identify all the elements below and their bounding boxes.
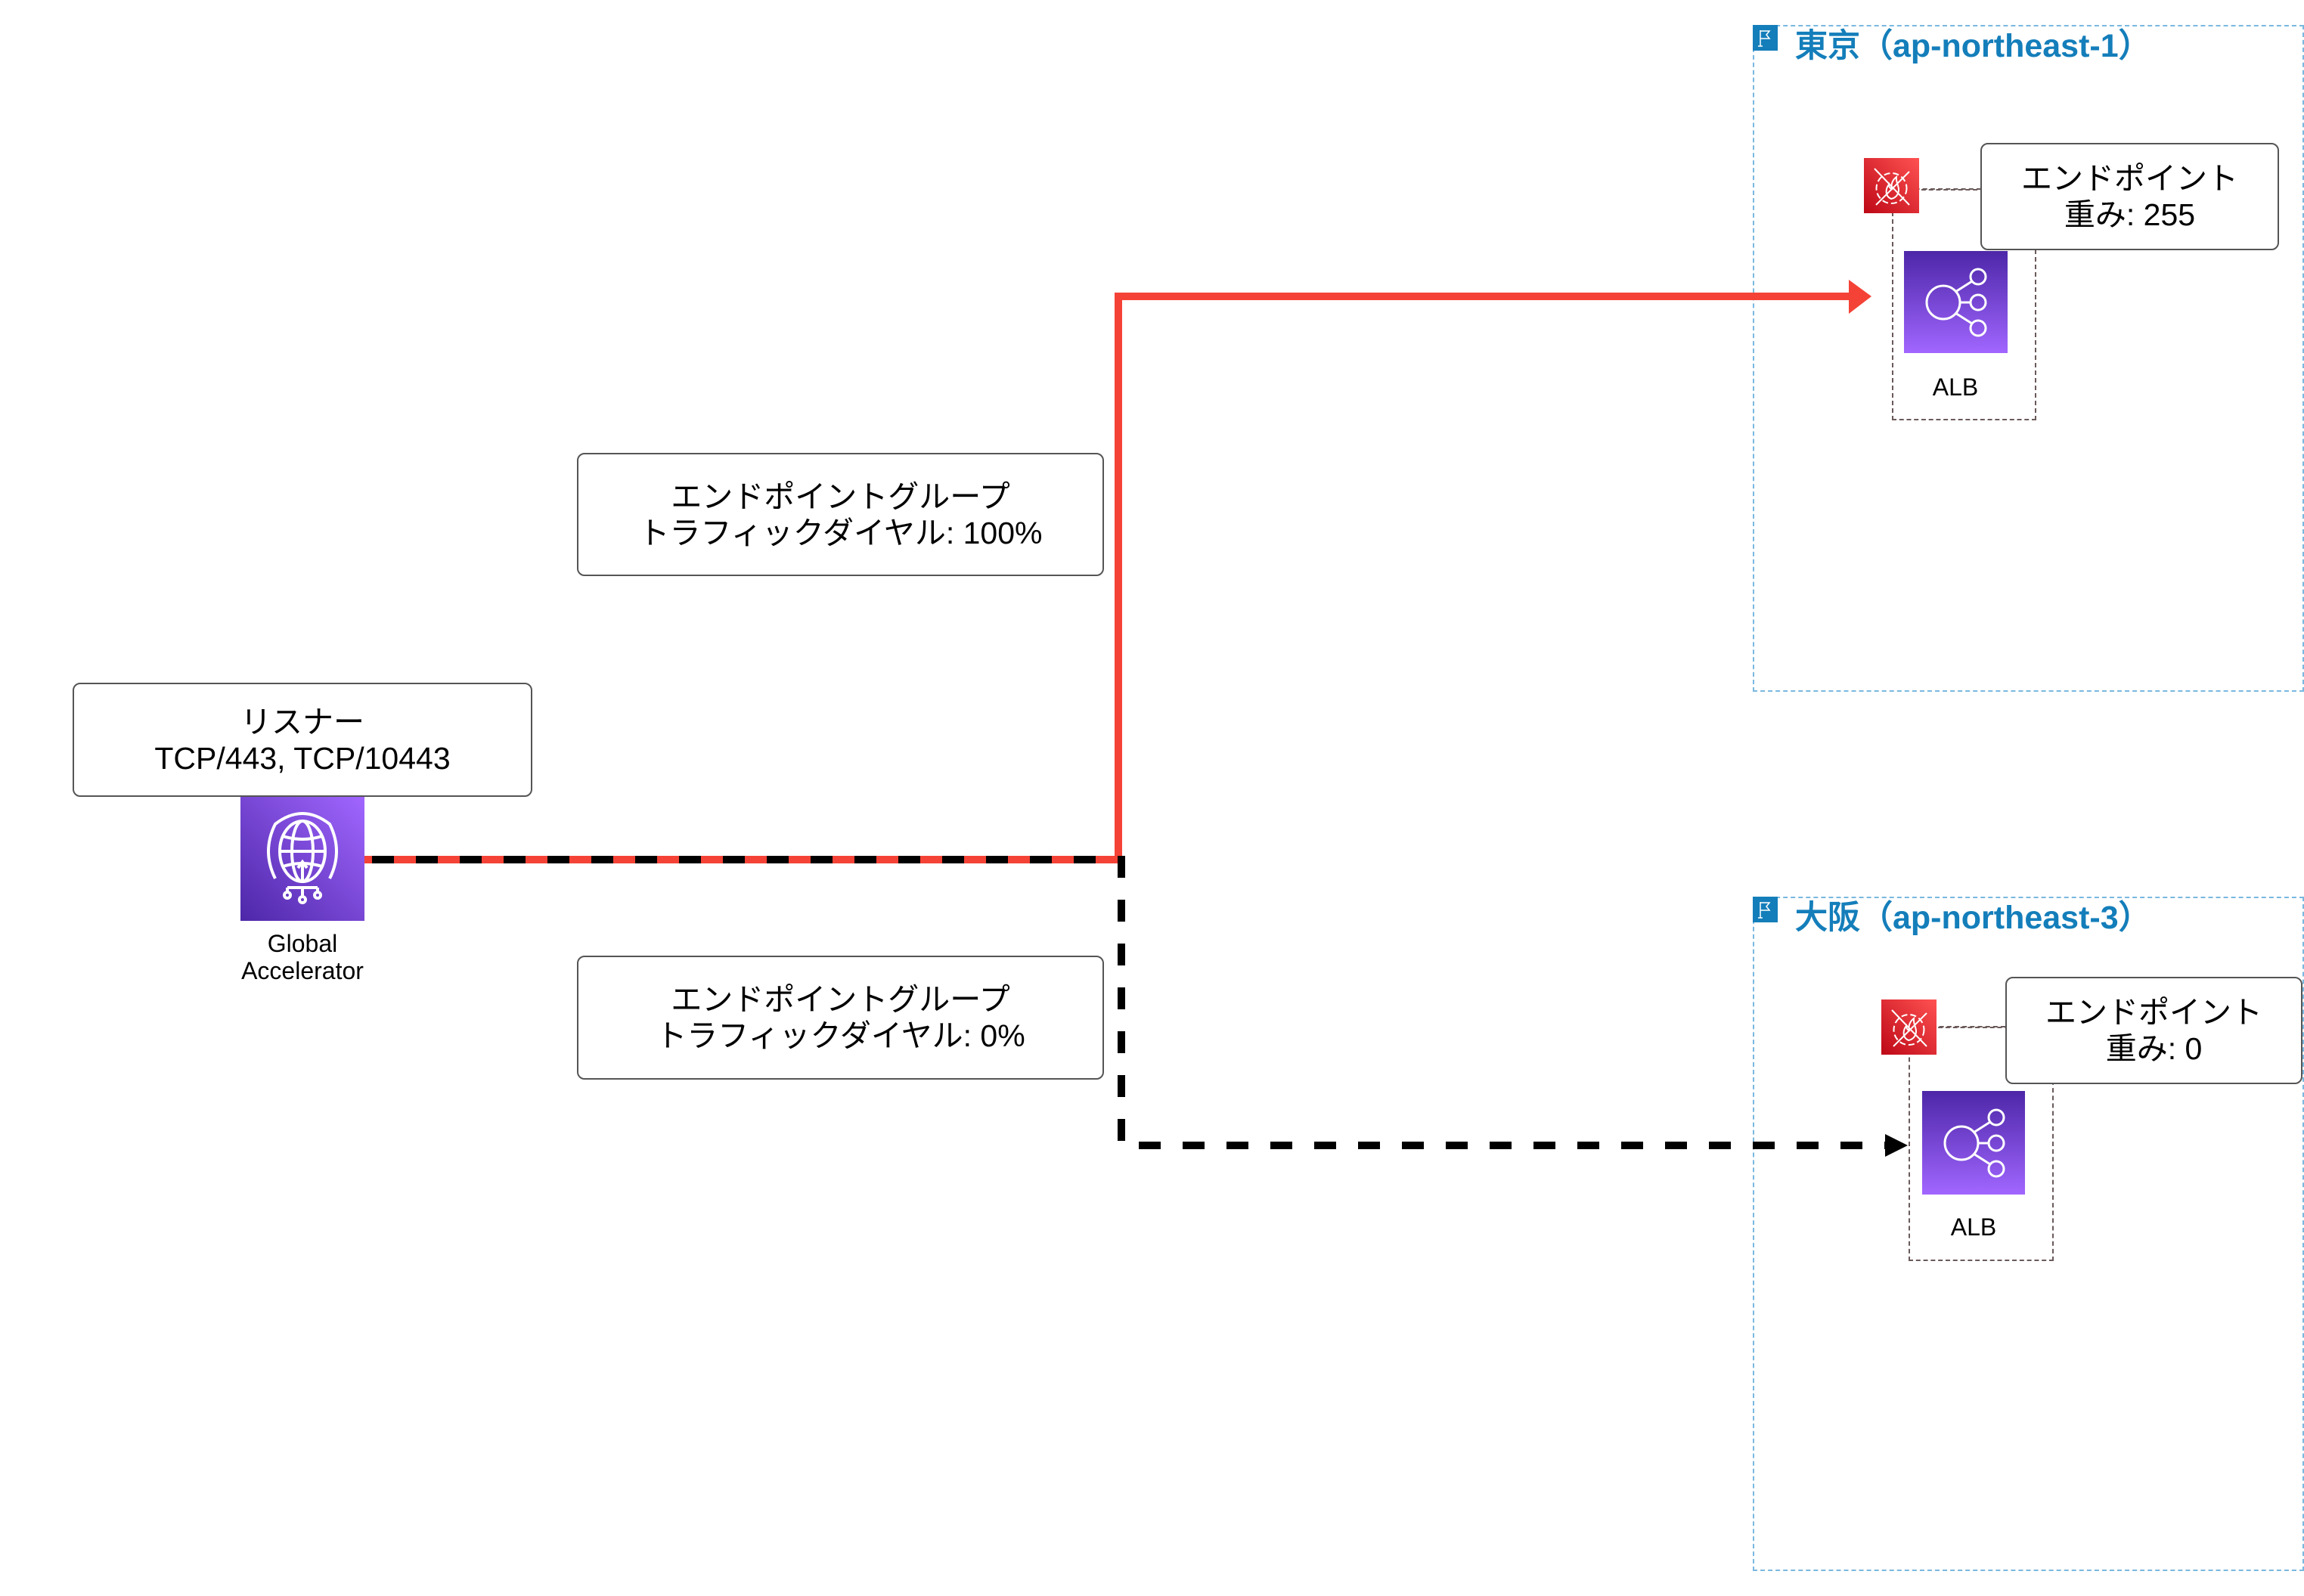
arrowhead-osaka	[1885, 1134, 1908, 1157]
route-inactive-osaka	[372, 856, 1885, 1149]
endpoint-note-tokyo: エンドポイント 重み: 255	[1980, 143, 2279, 250]
endpoint-group-title: エンドポイントグループ	[671, 982, 1010, 1017]
global-accelerator-icon[interactable]	[240, 797, 364, 921]
ga-label-line2: Accelerator	[241, 957, 364, 984]
listener-ports: TCP/443, TCP/10443	[154, 740, 451, 776]
endpoint-group-note-tokyo: エンドポイントグループ トラフィックダイヤル: 100%	[577, 453, 1104, 576]
endpoint-group-note-osaka: エンドポイントグループ トラフィックダイヤル: 0%	[577, 956, 1104, 1080]
alb-label-tokyo: ALB	[1932, 373, 1979, 401]
endpoint-group-box-tokyo	[1892, 189, 2036, 420]
alb-label-osaka: ALB	[1950, 1213, 1997, 1241]
endpoint-group-title: エンドポイントグループ	[671, 479, 1010, 514]
endpoint-weight: 重み: 0	[2105, 1031, 2203, 1066]
waf-icon[interactable]	[1881, 999, 1937, 1055]
endpoint-title: エンドポイント	[2021, 161, 2238, 196]
region-tokyo: 東京（ap-northeast-1）	[1753, 25, 2304, 692]
endpoint-note-osaka: エンドポイント 重み: 0	[2005, 977, 2302, 1084]
alb-icon[interactable]	[1922, 1091, 2025, 1195]
region-osaka: 大阪（ap-northeast-3）	[1753, 897, 2304, 1571]
endpoint-group-box-osaka	[1909, 1027, 2054, 1261]
region-title-osaka: 大阪（ap-northeast-3）	[1795, 900, 2151, 936]
route-active-tokyo	[364, 293, 1849, 863]
traffic-dial-label: トラフィックダイヤル: 0%	[656, 1018, 1025, 1053]
traffic-dial-label: トラフィックダイヤル: 100%	[638, 515, 1043, 550]
endpoint-weight: 重み: 255	[2064, 197, 2196, 232]
global-accelerator-label: Global Accelerator	[189, 930, 416, 984]
listener-title: リスナー	[240, 704, 364, 739]
arrowhead-tokyo	[1849, 280, 1871, 314]
region-flag-icon	[1753, 897, 1778, 922]
waf-icon[interactable]	[1864, 158, 1919, 213]
ga-label-line1: Global	[267, 930, 338, 957]
region-flag-icon	[1753, 25, 1778, 51]
listener-note: リスナー TCP/443, TCP/10443	[73, 683, 532, 797]
alb-icon[interactable]	[1904, 251, 2008, 353]
waf-connector-osaka	[1909, 1026, 2005, 1027]
endpoint-title: エンドポイント	[2045, 995, 2262, 1030]
waf-connector-tokyo	[1892, 188, 1981, 190]
region-title-tokyo: 東京（ap-northeast-1）	[1795, 28, 2151, 64]
